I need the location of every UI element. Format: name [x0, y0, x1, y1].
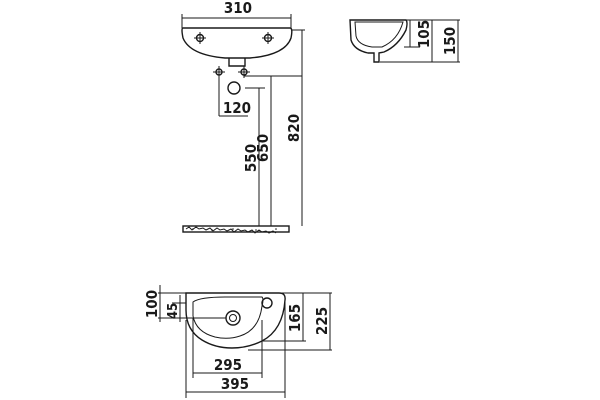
side-view: 105 150	[349, 19, 460, 63]
basin-side-outline	[349, 19, 408, 63]
top-inner-depth-dimension: 165	[286, 304, 304, 332]
drain-inner	[229, 314, 237, 322]
tap-hole-top	[261, 297, 273, 309]
top-inner-width-dimension: 295	[214, 356, 242, 374]
outlet-height-dimension: 550	[242, 144, 260, 172]
waste-spigot	[228, 58, 246, 67]
top-view: 100 45 165 225 295 395	[143, 285, 332, 398]
side-bowl-depth-dimension: 105	[415, 20, 433, 48]
front-view: 310 120 550 650 820	[181, 0, 305, 234]
floor-hatch	[182, 225, 290, 234]
bracket-height-dimension: 650	[254, 134, 272, 162]
top-tap-offset-dimension: 100	[143, 290, 161, 318]
basin-top-outer-outline	[185, 292, 286, 349]
total-height-dimension: 820	[285, 114, 303, 142]
side-total-depth-dimension: 150	[441, 27, 459, 55]
basin-front-outline	[181, 27, 293, 59]
front-width-dimension: 310	[224, 0, 252, 17]
outlet-circle	[227, 81, 241, 95]
top-total-width-dimension: 395	[221, 375, 249, 393]
top-total-depth-dimension: 225	[313, 307, 331, 335]
basin-top-inner-outline	[192, 296, 264, 339]
outlet-offset-dimension: 120	[223, 99, 251, 117]
top-drain-offset-dimension: 45	[166, 303, 181, 319]
drain-outer	[225, 310, 241, 326]
